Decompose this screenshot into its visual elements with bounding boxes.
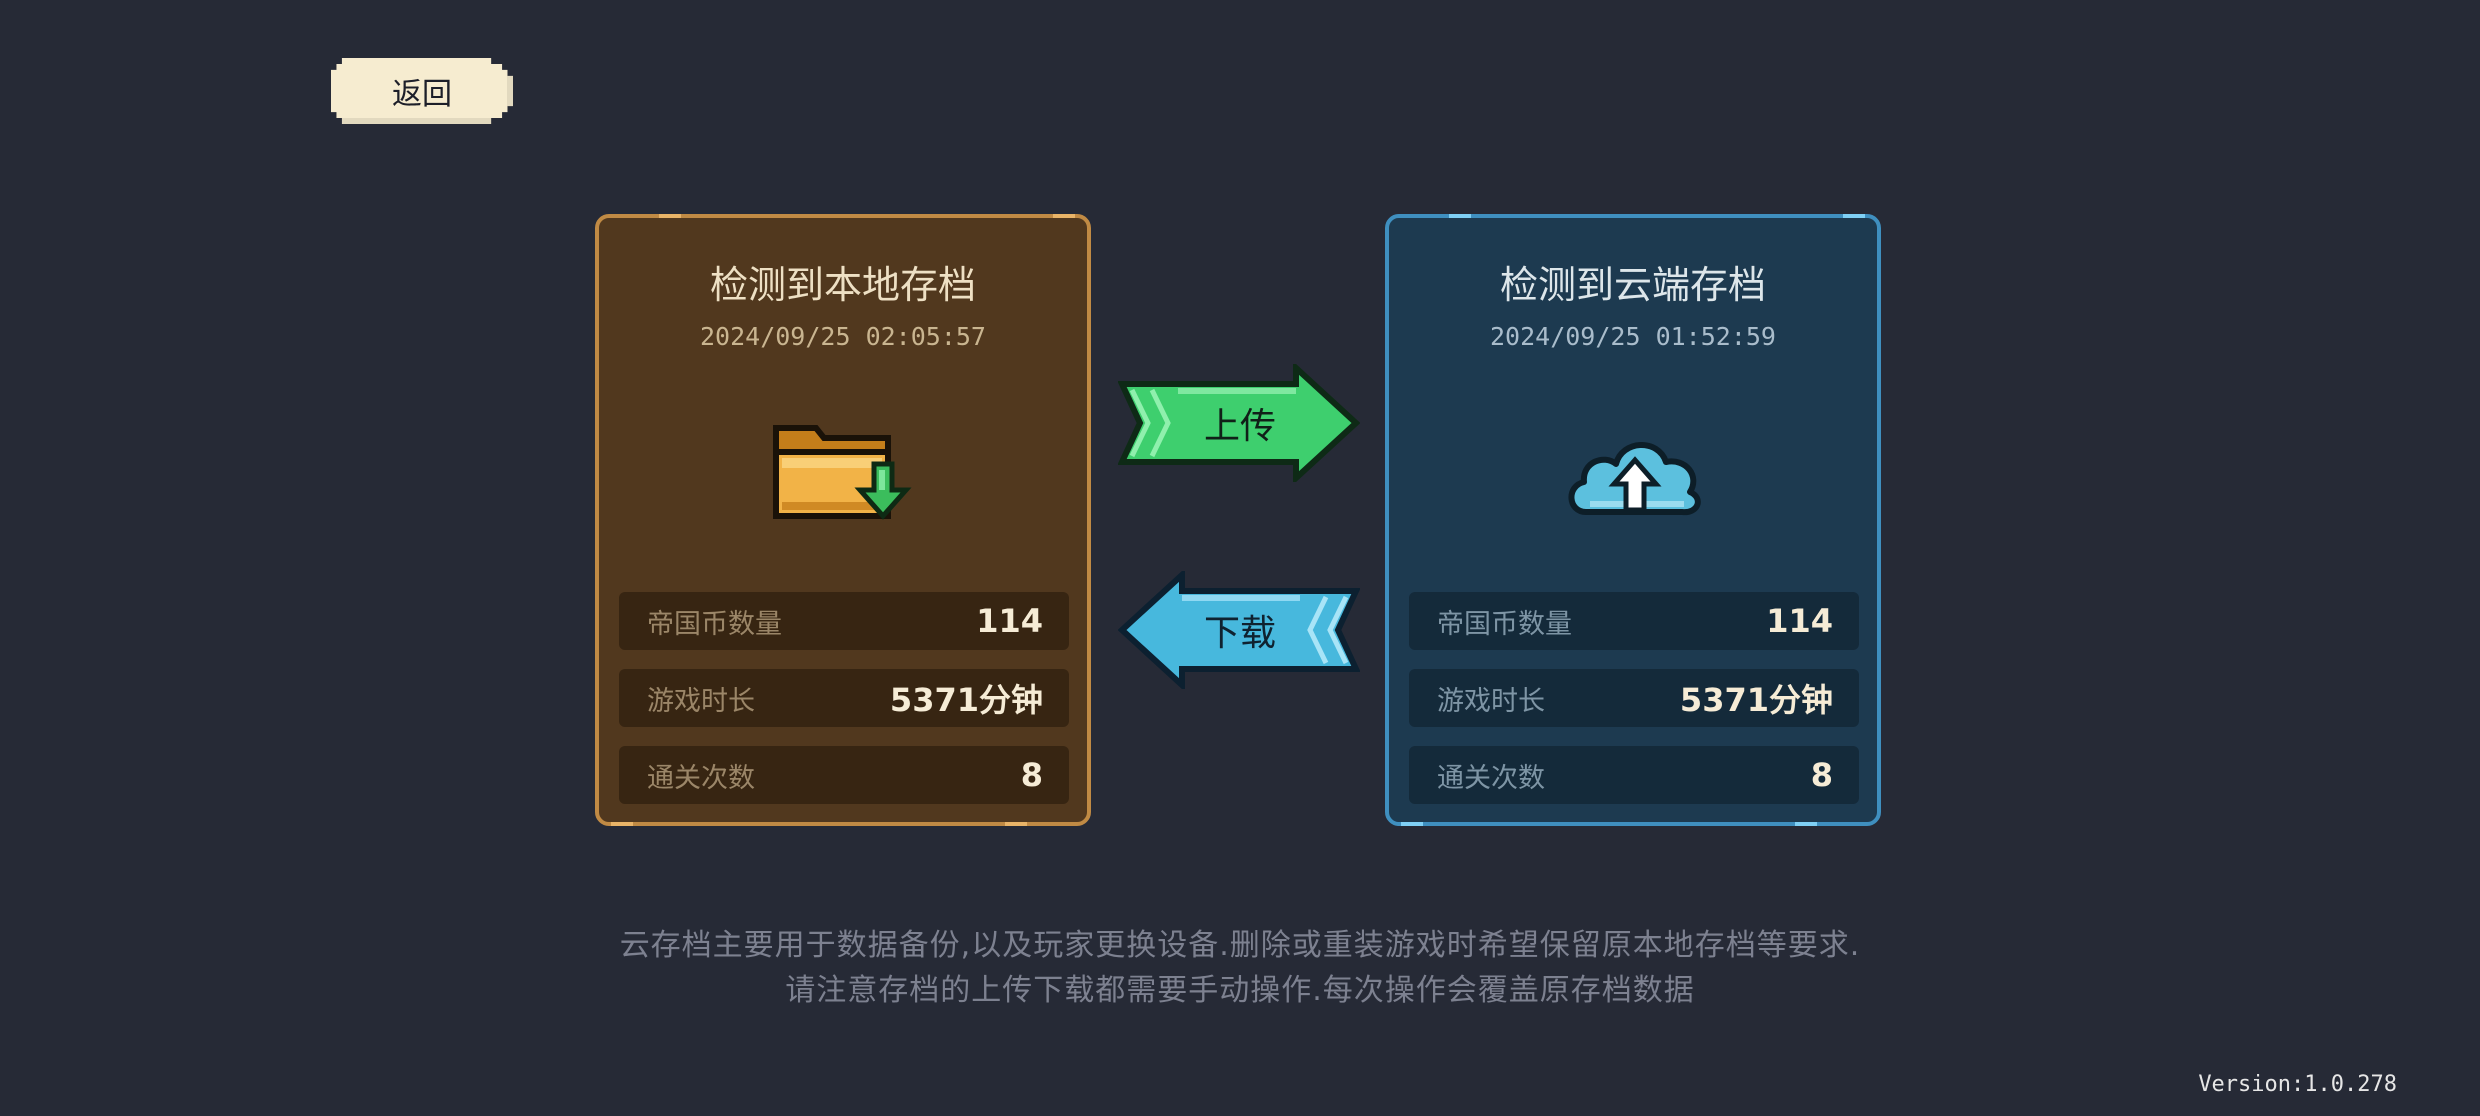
cloud-save-notice-line1: 云存档主要用于数据备份,以及玩家更换设备.删除或重装游戏时希望保留原本地存档等要… <box>619 928 1861 963</box>
upload-label: 上传 <box>1204 406 1277 447</box>
card-corner-accent <box>659 214 681 218</box>
cloud-upload-icon <box>1568 442 1701 516</box>
stat-value: 114 <box>976 602 1043 640</box>
stat-label: 帝国币数量 <box>1437 608 1572 640</box>
local-save-title: 检测到本地存档 <box>709 263 976 307</box>
stat-label: 通关次数 <box>647 762 755 794</box>
back-button[interactable]: 返回 <box>331 58 513 124</box>
cloud-stat-row-clears: 通关次数 8 <box>1409 746 1859 804</box>
folder-download-icon <box>773 425 912 520</box>
stat-label: 通关次数 <box>1437 762 1545 794</box>
download-button[interactable]: 下载 <box>1118 571 1360 689</box>
cloud-save-title: 检测到云端存档 <box>1499 263 1766 307</box>
card-corner-accent <box>1843 214 1865 218</box>
card-corner-accent <box>1449 214 1471 218</box>
stat-value: 114 <box>1766 602 1833 640</box>
stat-value: 8 <box>1020 756 1043 794</box>
card-corner-accent <box>1795 822 1817 826</box>
cloud-stat-row-playtime: 游戏时长 5371分钟 <box>1409 669 1859 727</box>
stat-value: 8 <box>1810 756 1833 794</box>
cloud-save-timestamp: 2024/09/25 01:52:59 <box>1490 322 1776 351</box>
stat-value: 5371分钟 <box>889 681 1043 719</box>
local-stat-row-playtime: 游戏时长 5371分钟 <box>619 669 1069 727</box>
local-stat-row-coins: 帝国币数量 114 <box>619 592 1069 650</box>
stat-label: 游戏时长 <box>647 685 755 717</box>
stat-value: 5371分钟 <box>1679 681 1833 719</box>
left-arrow-icon <box>1118 571 1360 689</box>
right-arrow-icon <box>1118 364 1360 482</box>
stat-label: 帝国币数量 <box>647 608 782 640</box>
card-corner-accent <box>611 822 633 826</box>
card-corner-accent <box>1005 822 1027 826</box>
local-stat-row-clears: 通关次数 8 <box>619 746 1069 804</box>
cloud-save-card: 检测到云端存档 2024/09/25 01:52:59 帝国币数量 114 游戏… <box>1385 214 1881 826</box>
stat-label: 游戏时长 <box>1437 685 1545 717</box>
card-corner-accent <box>1401 822 1423 826</box>
cloud-save-notice-line2: 请注意存档的上传下载都需要手动操作.每次操作会覆盖原存档数据 <box>785 973 1695 1008</box>
version-label: Version:1.0.278 <box>2198 1072 2397 1097</box>
cloud-stat-row-coins: 帝国币数量 114 <box>1409 592 1859 650</box>
download-label: 下载 <box>1204 613 1277 654</box>
card-corner-accent <box>1053 214 1075 218</box>
local-save-timestamp: 2024/09/25 02:05:57 <box>700 322 986 351</box>
local-save-card: 检测到本地存档 2024/09/25 02:05:57 帝国币数量 114 游戏… <box>595 214 1091 826</box>
upload-button[interactable]: 上传 <box>1118 364 1360 482</box>
